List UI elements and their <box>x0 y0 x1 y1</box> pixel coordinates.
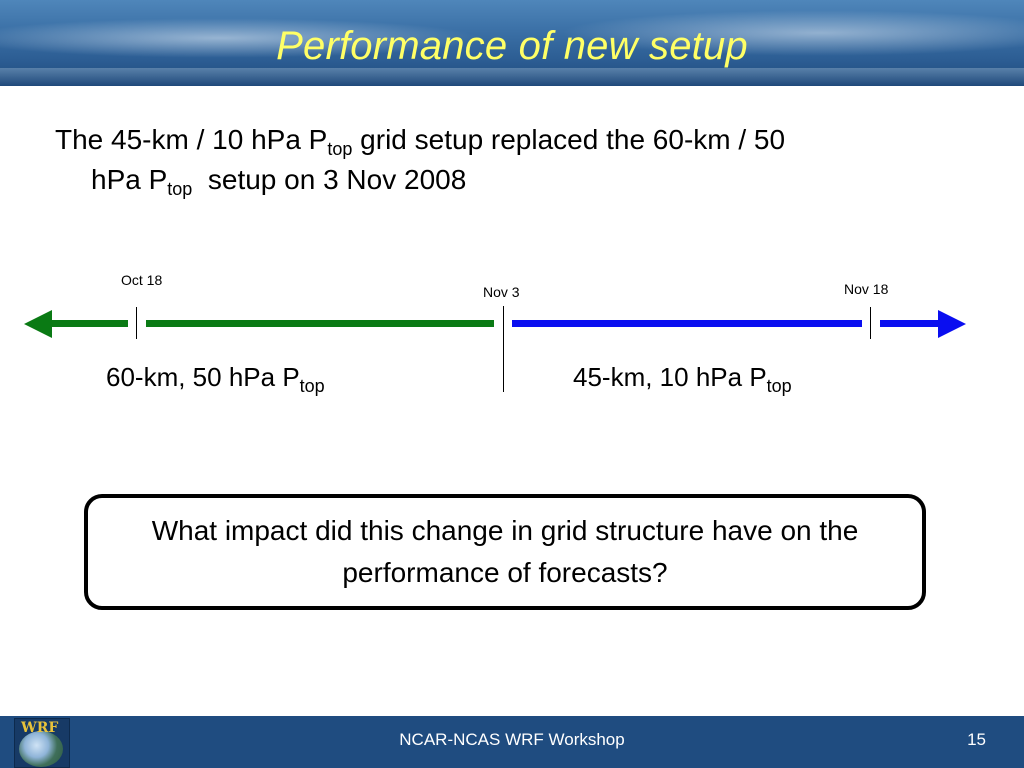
globe-icon <box>19 731 63 767</box>
body-text: grid setup replaced the 60-km / 50 <box>352 124 786 155</box>
tick-nov-3 <box>503 306 504 392</box>
subscript: top <box>327 139 353 159</box>
body-text: hPa P <box>91 164 168 195</box>
header-cloud <box>0 18 480 58</box>
wrf-logo-icon: WRF <box>14 718 70 768</box>
period-text: 60-km, 50 hPa P <box>106 362 300 392</box>
body-text: setup on 3 Nov 2008 <box>192 164 467 195</box>
header-cloud <box>560 10 1024 56</box>
timeline-segment-old <box>146 320 494 327</box>
timeline-segment-old <box>50 320 128 327</box>
question-box: What impact did this change in grid stru… <box>84 494 926 610</box>
timeline: Oct 18 Nov 3 Nov 18 60-km, 50 hPa Ptop 4… <box>0 250 1024 420</box>
subscript: top <box>167 179 193 199</box>
body-text: The 45-km / 10 hPa P <box>55 124 328 155</box>
left-arrow-icon <box>24 310 52 338</box>
subscript: top <box>299 376 325 396</box>
tick-nov-18 <box>870 307 871 339</box>
period-text: 45-km, 10 hPa P <box>573 362 767 392</box>
tick-label: Nov 3 <box>483 284 520 300</box>
question-text: What impact did this change in grid stru… <box>151 515 859 588</box>
footer-bar: WRF NCAR-NCAS WRF Workshop 15 <box>0 716 1024 768</box>
right-arrow-icon <box>938 310 966 338</box>
tick-label: Nov 18 <box>844 281 889 297</box>
footer-title: NCAR-NCAS WRF Workshop <box>399 730 625 749</box>
body-paragraph: The 45-km / 10 hPa Ptop grid setup repla… <box>55 120 975 200</box>
timeline-segment-new <box>512 320 862 327</box>
tick-label: Oct 18 <box>121 272 163 288</box>
subscript: top <box>766 376 792 396</box>
header-horizon <box>0 68 1024 86</box>
tick-oct-18 <box>136 307 137 339</box>
body-line-1: The 45-km / 10 hPa Ptop grid setup repla… <box>55 120 975 160</box>
new-setup-label: 45-km, 10 hPa Ptop <box>573 362 792 396</box>
slide-title: Performance of new setup <box>276 24 748 68</box>
old-setup-label: 60-km, 50 hPa Ptop <box>106 362 325 396</box>
header-banner <box>0 0 1024 86</box>
body-line-2: hPa Ptop setup on 3 Nov 2008 <box>55 160 975 200</box>
logo-text: WRF <box>21 720 59 736</box>
page-number: 15 <box>967 730 986 749</box>
timeline-segment-new <box>880 320 942 327</box>
